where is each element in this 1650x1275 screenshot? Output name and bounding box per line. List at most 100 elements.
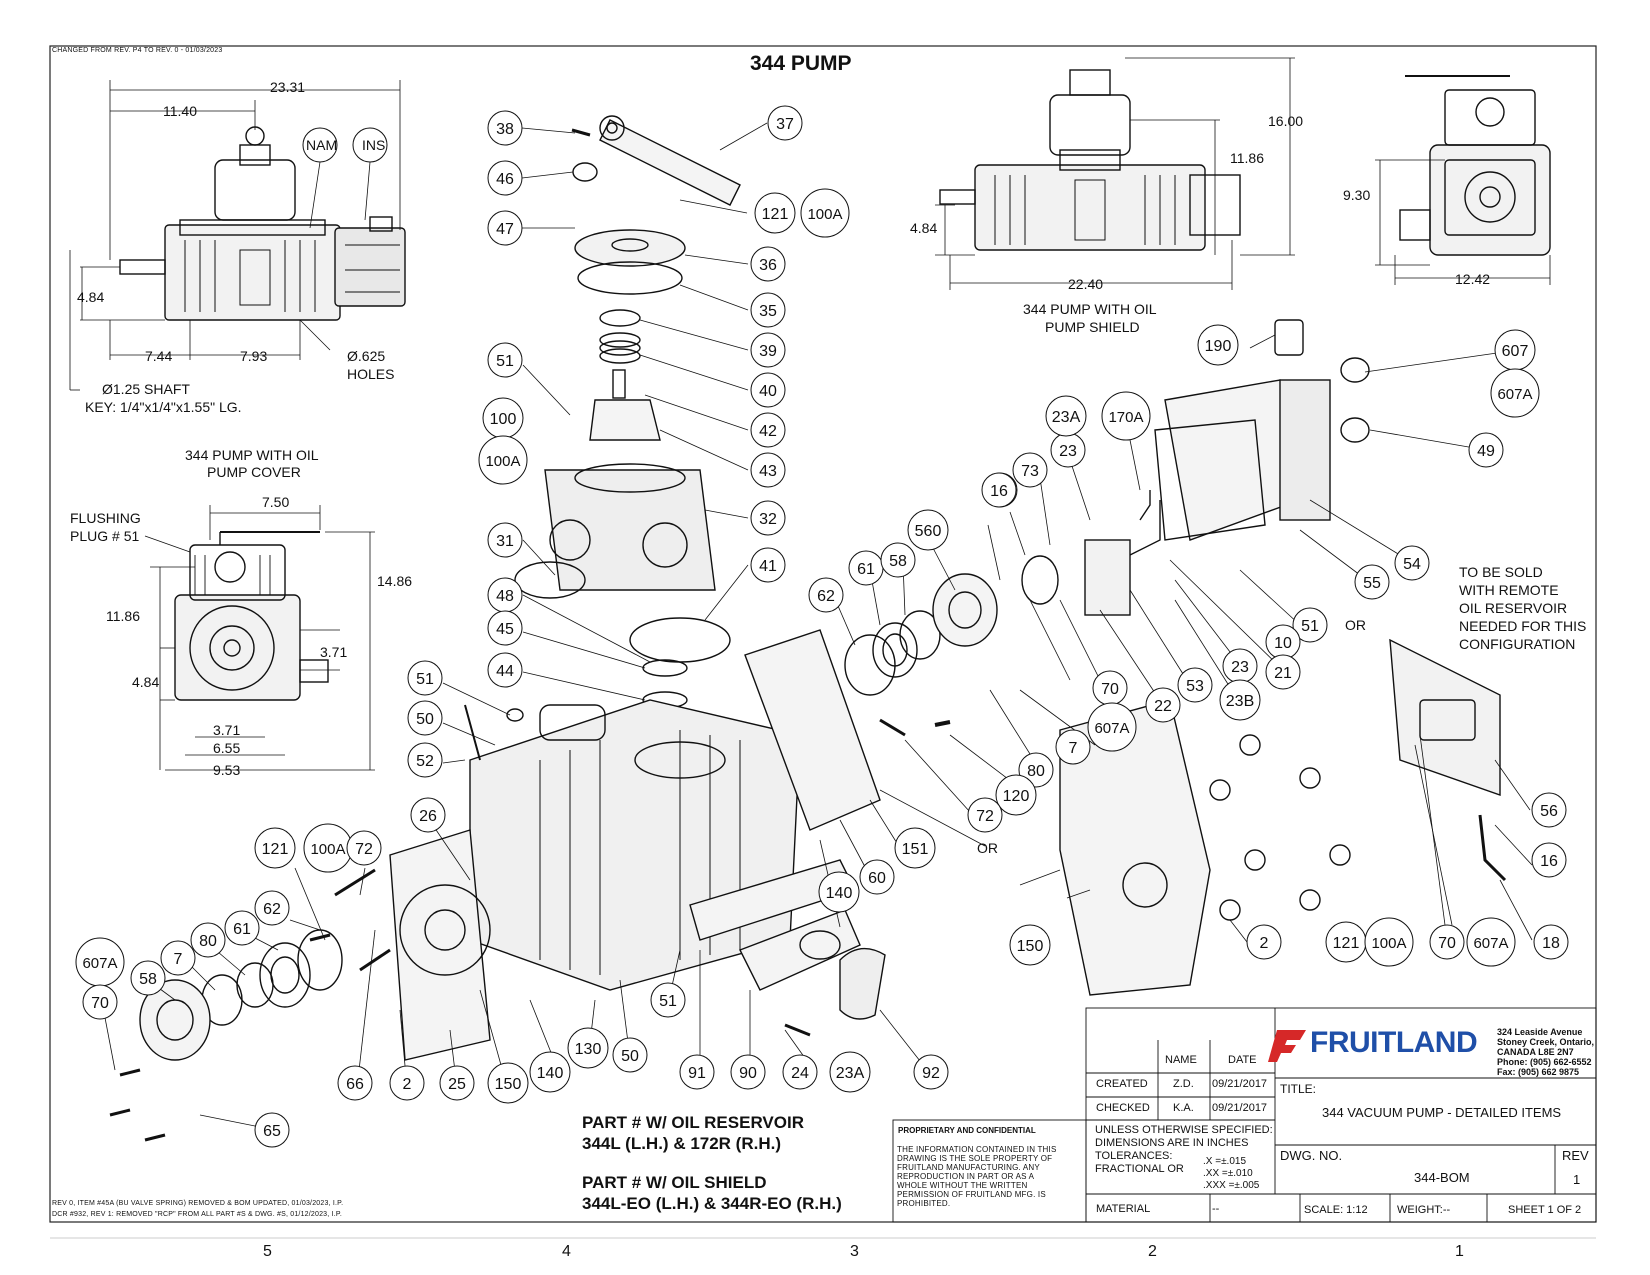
- dim-12-42: 12.42: [1455, 271, 1491, 287]
- side-view-oil-shield: [939, 69, 1241, 251]
- balloon-label: 36: [759, 257, 777, 274]
- tb-title-label: TITLE:: [1280, 1082, 1317, 1096]
- balloon-circle: [1394, 545, 1430, 581]
- dim-11-86-top: 11.86: [1230, 150, 1264, 166]
- balloon-label: 61: [857, 561, 875, 578]
- tb-checked-date: 09/21/2017: [1212, 1102, 1268, 1114]
- tb-created-label: CREATED: [1096, 1078, 1148, 1090]
- balloon-label: 7: [1069, 740, 1078, 757]
- balloon-circle: [818, 871, 860, 913]
- balloon-label: 100A: [807, 206, 842, 223]
- tb-unless-2: DIMENSIONS ARE IN INCHES: [1095, 1137, 1249, 1149]
- balloon-label: 91: [688, 1065, 706, 1082]
- dim-7-50: 7.50: [262, 494, 290, 510]
- top-right-dimensions: [1375, 159, 1551, 285]
- balloon-label: 150: [495, 1076, 522, 1093]
- tb-tol-2: .XX =±.010: [1203, 1168, 1253, 1179]
- balloon-label: 23: [1059, 443, 1077, 460]
- balloon-label: 61: [233, 921, 251, 938]
- tb-date-header: DATE: [1228, 1054, 1257, 1066]
- tb-tolerances: .X =±.015 .XX =±.010 .XXX =±.005: [1203, 1156, 1259, 1192]
- balloon-circle: [1265, 654, 1301, 690]
- balloon-label: 53: [1186, 678, 1204, 695]
- balloon-label: 51: [659, 993, 677, 1010]
- balloon-circle: [800, 188, 850, 238]
- sheet-border: [49, 45, 1597, 1223]
- balloon-circle: [1292, 607, 1328, 643]
- tb-rev-value: 1: [1573, 1172, 1581, 1187]
- balloon-circle: [254, 1112, 290, 1148]
- balloon-circle: [750, 412, 786, 448]
- balloon-circle: [1009, 924, 1051, 966]
- balloon-label: 70: [1101, 681, 1119, 698]
- balloon-circle: [478, 435, 528, 485]
- tb-tol-3: .XXX =±.005: [1203, 1180, 1260, 1191]
- balloon-circle: [808, 577, 844, 613]
- dim-hole-dia: Ø.625: [347, 348, 386, 364]
- balloon-label: 51: [416, 671, 434, 688]
- balloon-circle: [981, 472, 1017, 508]
- balloon-label: 51: [496, 353, 514, 370]
- balloon-circle: [750, 500, 786, 536]
- balloon-circle: [407, 700, 443, 736]
- balloon-circle: [487, 522, 523, 558]
- proprietary-line-1: THE INFORMATION CONTAINED IN THIS: [897, 1145, 1057, 1154]
- balloon-label: 62: [817, 588, 835, 605]
- brand-address: 324 Leaside Avenue Stoney Creek, Ontario…: [1497, 1027, 1594, 1077]
- dim-6-55: 6.55: [213, 740, 241, 756]
- balloon-label: 32: [759, 511, 777, 528]
- part-number-line-2: 344L (L.H.) & 172R (R.H.): [582, 1134, 782, 1153]
- balloon-label: 2: [1260, 935, 1269, 952]
- balloon-label: 607A: [1473, 935, 1508, 952]
- balloon-label: 45: [496, 621, 514, 638]
- balloon-label: 25: [448, 1076, 466, 1093]
- shaft-note: Ø1.25 SHAFT: [102, 381, 190, 397]
- dim-11-40: 11.40: [163, 103, 197, 119]
- balloon-circle: [439, 1065, 475, 1101]
- balloon-label: 38: [496, 121, 514, 138]
- balloon-label: 58: [139, 971, 157, 988]
- balloon-label: 190: [1205, 338, 1232, 355]
- dim-14-86: 14.86: [377, 573, 413, 589]
- balloon-label: 31: [496, 533, 514, 550]
- tb-unless-1: UNLESS OTHERWISE SPECIFIED:: [1095, 1124, 1273, 1136]
- top-caption-2: PUMP SHIELD: [1045, 319, 1140, 335]
- balloon-circle: [254, 827, 296, 869]
- remote-note-line-2: WITH REMOTE: [1459, 582, 1559, 598]
- dim-7-93: 7.93: [240, 348, 268, 364]
- tb-title-value: 344 VACUUM PUMP - DETAILED ITEMS: [1322, 1105, 1562, 1120]
- address-line-2: Stoney Creek, Ontario,: [1497, 1037, 1595, 1047]
- balloon-circle: [224, 910, 260, 946]
- part-number-line-1: PART # W/ OIL RESERVOIR: [582, 1113, 804, 1132]
- part-number-line-4: 344L-EO (L.H.) & 344R-EO (R.H.): [582, 1194, 842, 1213]
- balloon-circle: [907, 509, 949, 551]
- balloon-label: 80: [199, 933, 217, 950]
- balloon-circle: [1101, 391, 1151, 441]
- dim-9-30: 9.30: [1343, 187, 1371, 203]
- balloon-circle: [750, 452, 786, 488]
- balloon-label: 46: [496, 171, 514, 188]
- balloon-label: 120: [1003, 788, 1030, 805]
- balloon-label: 58: [889, 553, 907, 570]
- proprietary-line-5: WHOLE WITHOUT THE WRITTEN: [897, 1181, 1028, 1190]
- balloon-circle: [679, 1054, 715, 1090]
- address-line-5: Fax: (905) 662 9875: [1497, 1067, 1580, 1077]
- dim-3-71-bottom: 3.71: [213, 722, 241, 738]
- tb-checked-label: CHECKED: [1096, 1102, 1150, 1114]
- balloon-label: 80: [1027, 763, 1045, 780]
- key-note: KEY: 1/4"x1/4"x1.55" LG.: [85, 399, 242, 415]
- balloon-label: 7: [174, 951, 183, 968]
- balloon-label: 50: [621, 1048, 639, 1065]
- tb-rev-label: REV: [1562, 1148, 1589, 1163]
- tb-material-value: --: [1212, 1203, 1220, 1215]
- balloon-label: 52: [416, 753, 434, 770]
- balloon-label: 54: [1403, 556, 1421, 573]
- dim-9-53: 9.53: [213, 762, 241, 778]
- balloon-label: 23B: [1226, 693, 1254, 710]
- end-view-oil-shield: [1399, 75, 1551, 256]
- balloon-label: 23A: [1052, 409, 1081, 426]
- balloon-label: 43: [759, 463, 777, 480]
- dim-holes: HOLES: [347, 366, 395, 382]
- dim-7-44: 7.44: [145, 348, 173, 364]
